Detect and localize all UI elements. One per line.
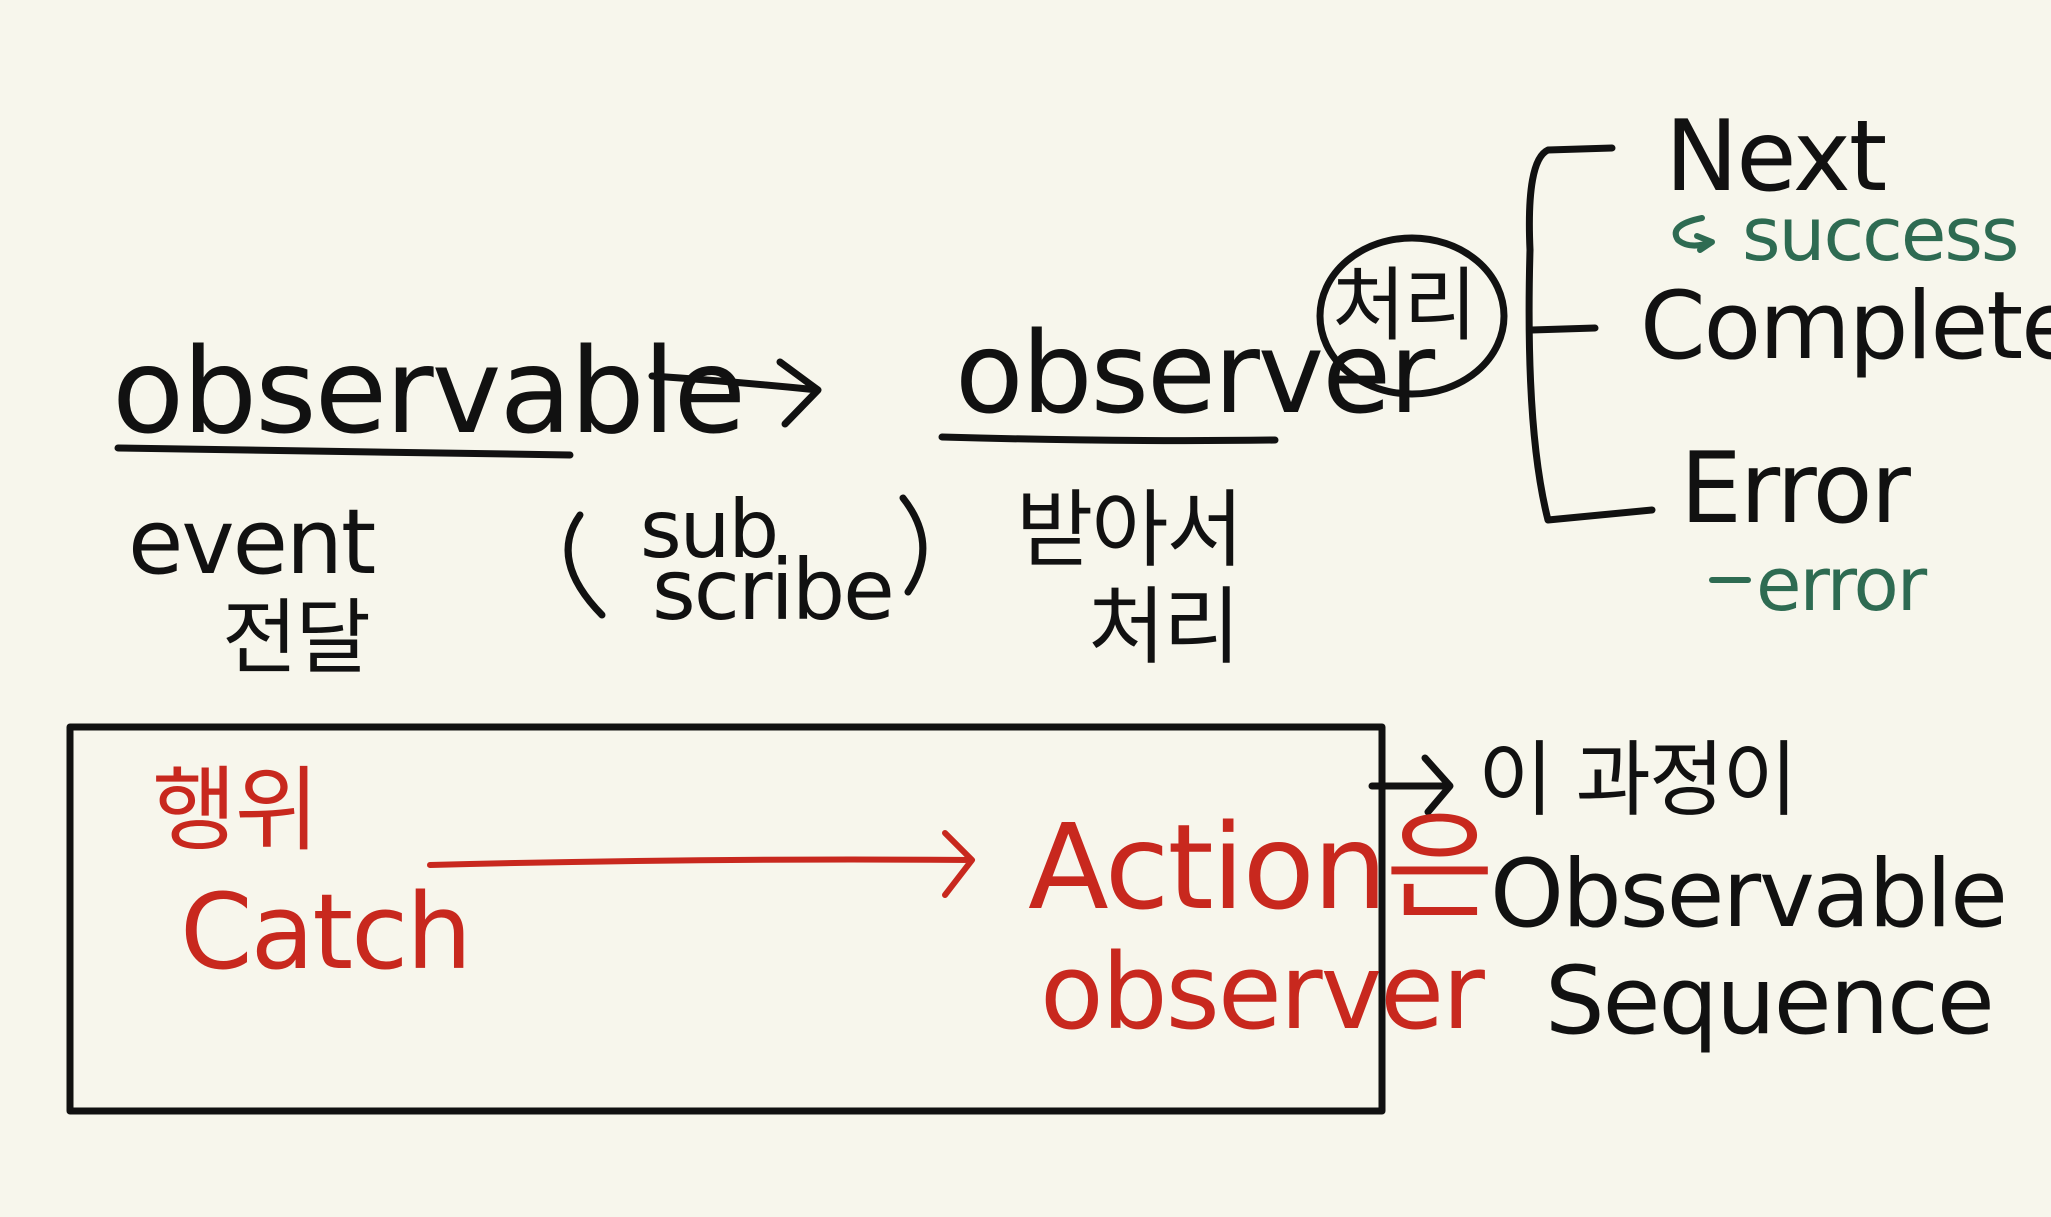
side-note-arrow bbox=[1368, 754, 1454, 816]
observer-label: observer bbox=[955, 309, 1435, 439]
box-action-catch: Catch bbox=[180, 871, 472, 993]
observer-desc-receive: 받아서 bbox=[1016, 481, 1244, 579]
observable-desc-deliver: 전달 bbox=[222, 591, 371, 686]
side-note-observable: Observable bbox=[1490, 840, 2008, 949]
observer-underline bbox=[938, 433, 1279, 445]
outcome-next: Next bbox=[1665, 100, 1887, 214]
subscribe-arrow bbox=[648, 358, 822, 428]
outcome-completed: Completed bbox=[1640, 272, 2051, 381]
observable-desc-event: event bbox=[128, 490, 376, 595]
observable-label: observable bbox=[112, 322, 746, 460]
action-arrow bbox=[427, 830, 975, 898]
side-note-this-process: 이 과정이 bbox=[1478, 733, 1798, 828]
subscribe-label-scribe: scribe bbox=[652, 541, 895, 639]
subscribe-label-sub: sub bbox=[640, 483, 779, 576]
outcome-error: Error bbox=[1680, 432, 1911, 546]
outcome-next-note: success bbox=[1742, 192, 2019, 278]
subscribe-open-paren bbox=[564, 511, 606, 619]
observable-underline bbox=[114, 444, 574, 459]
success-hook-icon bbox=[1672, 215, 1715, 253]
box-action-behavior: 행위 bbox=[152, 757, 319, 864]
subscribe-close-paren bbox=[899, 494, 927, 596]
action-box bbox=[66, 723, 1386, 1115]
circle-label: 처리 bbox=[1332, 259, 1477, 352]
box-target-observer: observer bbox=[1040, 931, 1485, 1053]
process-circle bbox=[1316, 234, 1508, 398]
side-note-sequence: Sequence bbox=[1545, 947, 1995, 1056]
observer-desc-process: 처리 bbox=[1088, 578, 1241, 676]
outcome-error-note: error bbox=[1756, 542, 1927, 628]
box-target-action: Action은 bbox=[1028, 798, 1494, 936]
outcome-bracket bbox=[1525, 144, 1656, 524]
